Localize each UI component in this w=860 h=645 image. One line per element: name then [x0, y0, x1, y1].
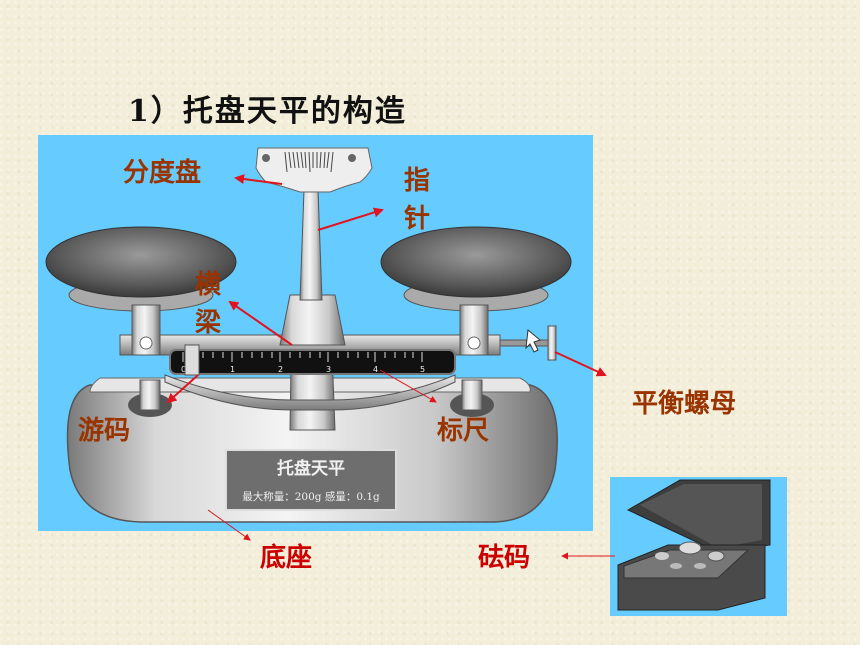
ruler-tick-4: 4	[373, 365, 378, 374]
rider-slider	[184, 344, 200, 376]
arrow-base	[207, 509, 251, 541]
right-pan	[380, 226, 572, 356]
arrow-scale	[379, 369, 437, 403]
arrow-nut	[554, 351, 607, 377]
dial-plate	[255, 147, 373, 193]
arrow-pointer	[317, 207, 384, 231]
ruler-tick-3: 3	[326, 365, 331, 374]
label-scale: 标尺	[437, 416, 490, 446]
nameplate-specs: 最大称量：200g 感量：0.1g	[242, 490, 380, 503]
pointer	[299, 189, 323, 301]
slide-title: 1）托盘天平的构造	[128, 94, 407, 129]
scale-ruler: 0 1 2 3 4 5	[169, 344, 456, 376]
annotation-arrows	[166, 174, 615, 560]
ruler-tick-2: 2	[278, 365, 283, 374]
label-dial: 分度盘	[123, 158, 202, 188]
ruler-tick-1: 1	[230, 365, 235, 374]
arrow-dial	[234, 174, 283, 185]
label-base: 底座	[260, 543, 313, 573]
ruler-tick-0: 0	[181, 365, 186, 374]
balance-nut	[499, 325, 557, 361]
label-beam: 横梁	[194, 270, 221, 338]
nameplate: 托盘天平 最大称量：200g 感量：0.1g	[225, 449, 397, 511]
arrow-beam	[228, 300, 293, 346]
label-rider: 游码	[78, 416, 131, 446]
label-nut: 平衡螺母	[632, 389, 737, 419]
left-pan	[45, 226, 237, 356]
ruler-tick-5: 5	[420, 365, 425, 374]
arrow-rider	[166, 374, 199, 404]
nameplate-name: 托盘天平	[277, 458, 345, 479]
label-weights: 砝码	[478, 543, 531, 573]
weights-box	[617, 479, 771, 611]
label-pointer: 指针	[403, 166, 430, 234]
